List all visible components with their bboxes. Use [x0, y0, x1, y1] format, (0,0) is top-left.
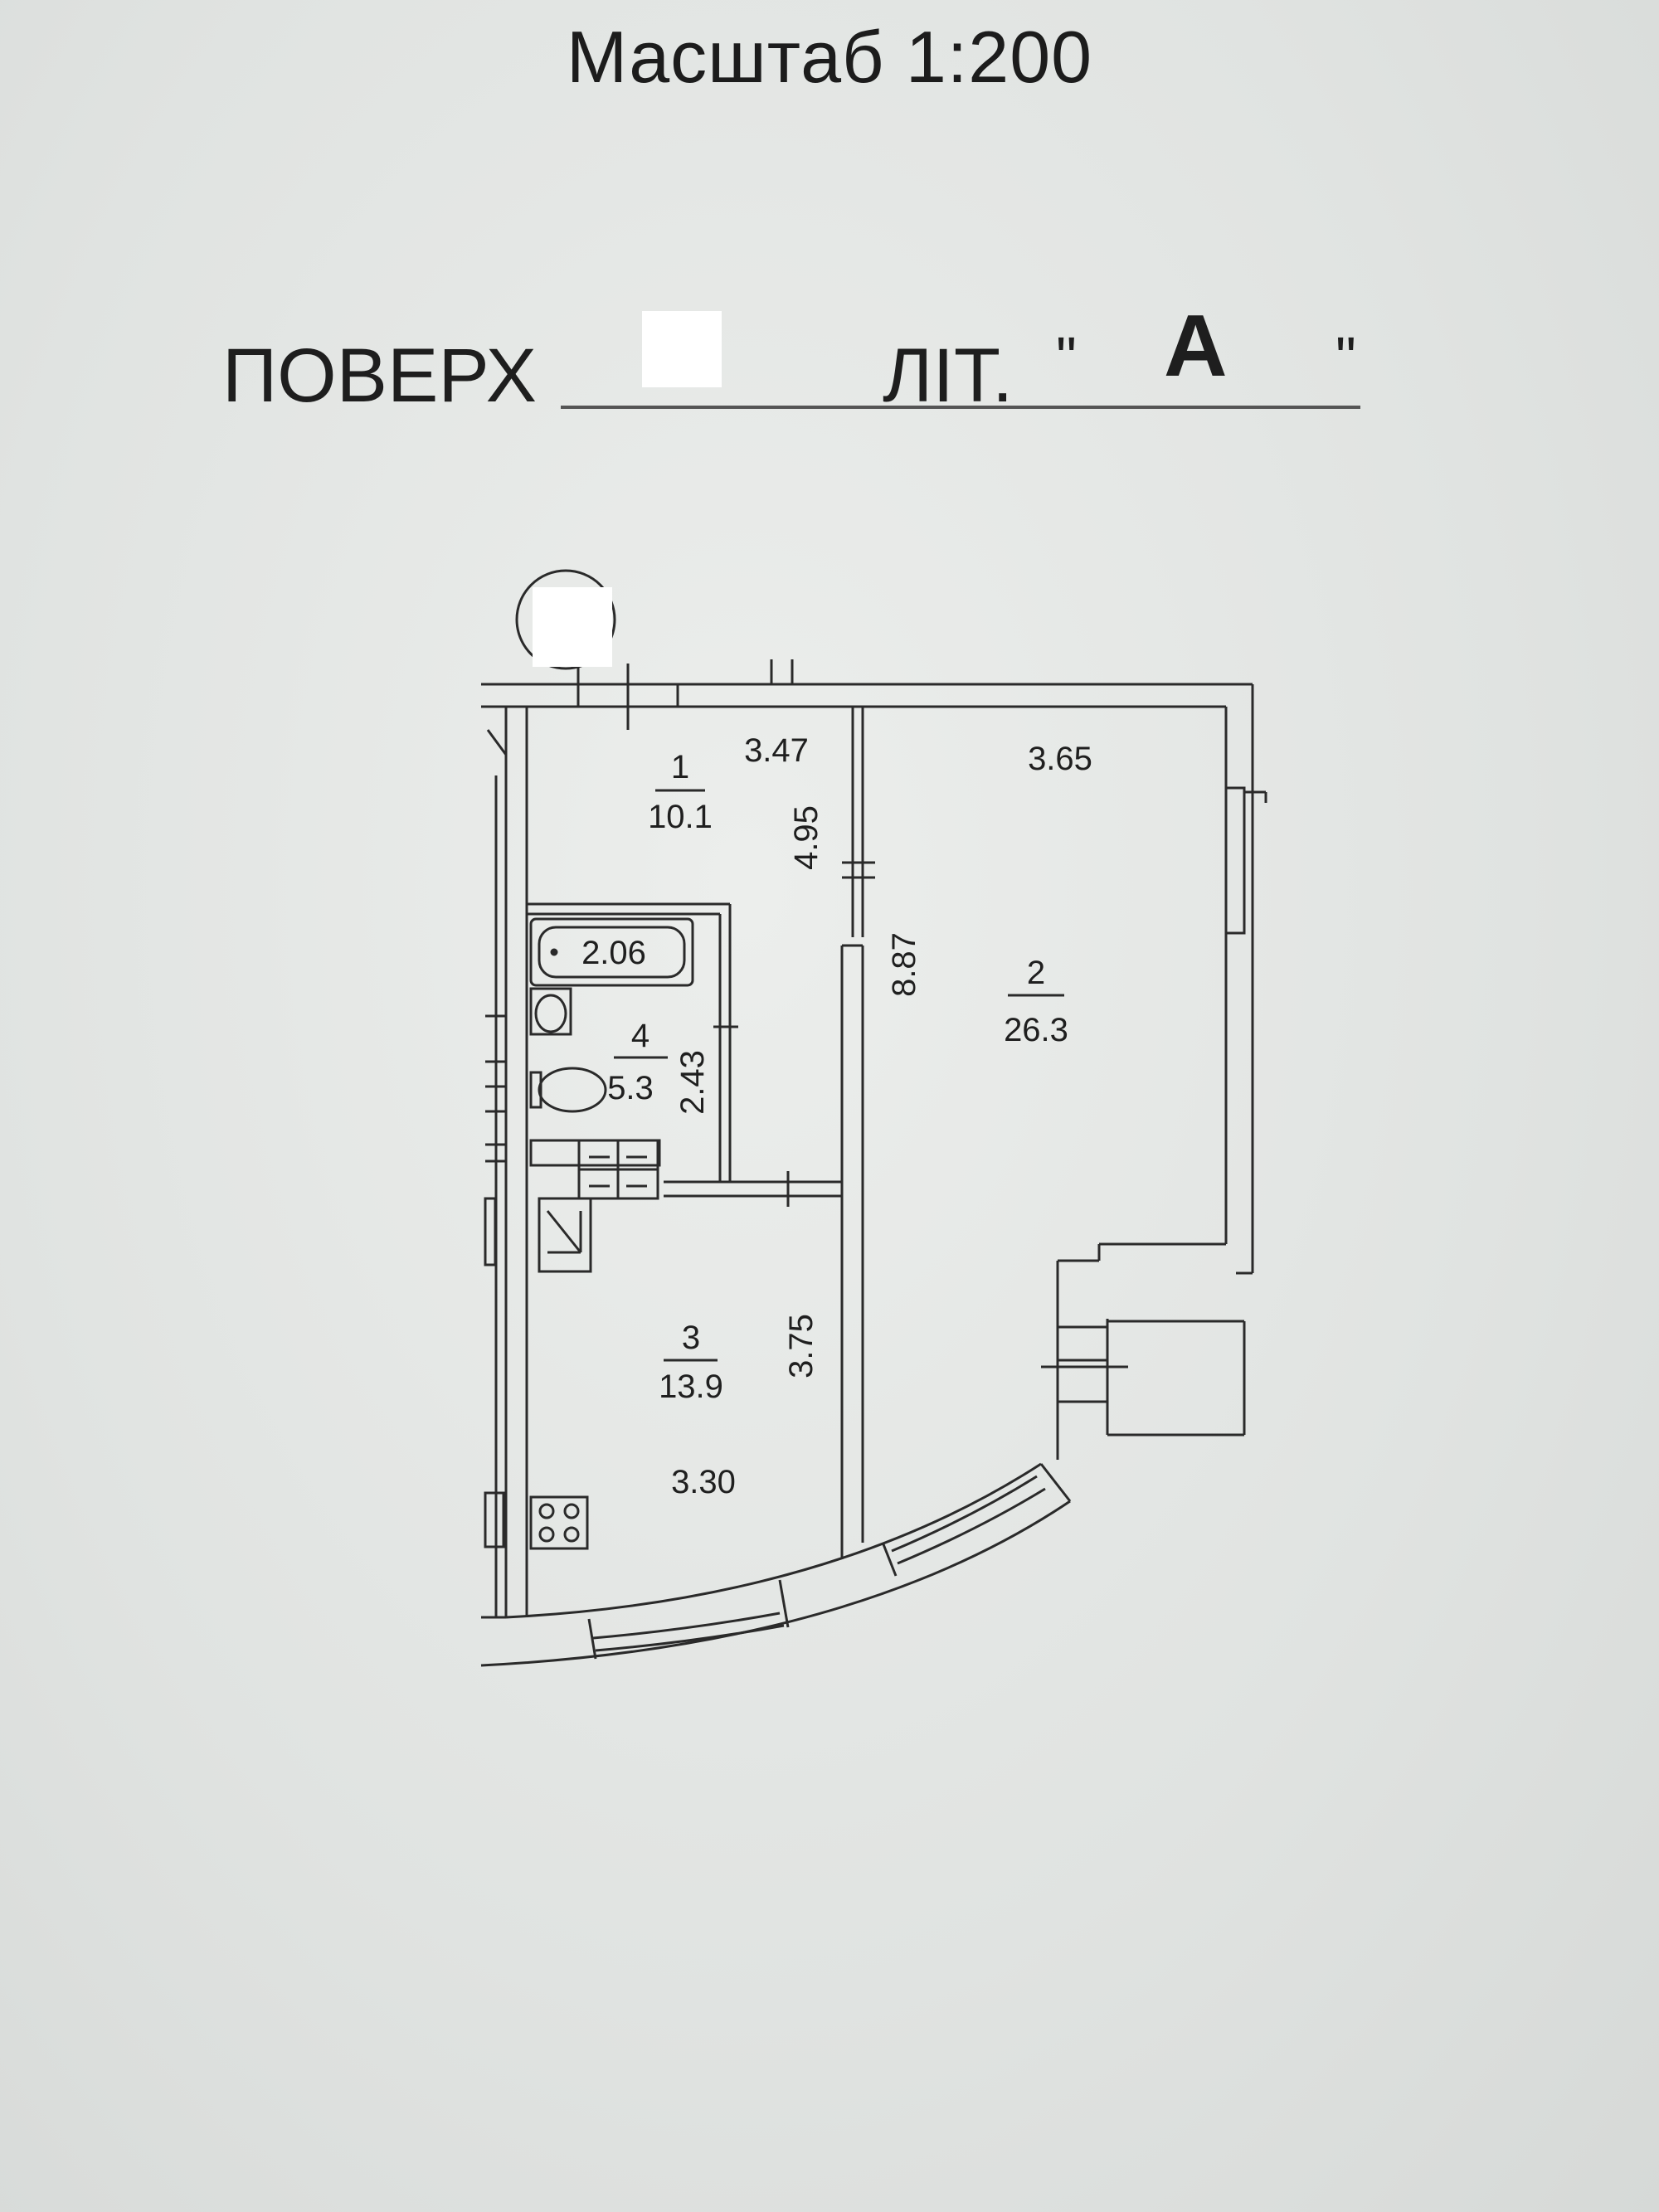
- room-4-length-dim: 2.43: [674, 1050, 711, 1115]
- balcony-outline: [1041, 1244, 1246, 1460]
- bathroom-walls: [527, 902, 842, 1207]
- fridge: [538, 1197, 592, 1273]
- room-4-area: 5.3: [607, 1070, 654, 1106]
- letter-open-quote: ": [1056, 325, 1077, 390]
- bathtub: [529, 917, 694, 987]
- left-wall-marks: [484, 1014, 506, 1548]
- curved-windows: [587, 1475, 1046, 1660]
- floor-number-blank: [561, 406, 1098, 409]
- room-3-width-dim: 3.30: [671, 1464, 736, 1500]
- room-1-width-dim: 3.47: [744, 732, 809, 769]
- room-2-width-dim: 3.65: [1028, 741, 1092, 777]
- curved-exterior-wall: [480, 1462, 1072, 1667]
- scale-label: Масштаб 1:200: [566, 16, 1093, 98]
- room-2-area: 26.3: [1004, 1012, 1068, 1048]
- toilet: [529, 1067, 607, 1113]
- bathtub-length-dim: 2.06: [581, 935, 646, 971]
- stove: [529, 1495, 589, 1550]
- room-3-length-dim: 3.75: [783, 1314, 820, 1378]
- partition-wall-1-2: [840, 707, 875, 1559]
- room-3-number: 3: [682, 1320, 700, 1356]
- room-1-number: 1: [671, 749, 689, 785]
- room-2-number: 2: [1027, 955, 1045, 991]
- compass-circle: [515, 569, 616, 670]
- sink: [529, 987, 572, 1036]
- room-1-area: 10.1: [648, 799, 713, 835]
- floor-number-redaction: [642, 311, 722, 387]
- compass-redaction: [533, 587, 612, 667]
- room-1-length-dim: 4.95: [788, 805, 825, 870]
- room-3-area: 13.9: [659, 1369, 723, 1405]
- room-4-number: 4: [631, 1018, 649, 1054]
- letter-blank: [1078, 406, 1360, 409]
- letter-label: ЛІТ.: [883, 333, 1014, 418]
- room-2-length-dim: 8.87: [886, 932, 922, 997]
- floor-label: ПОВЕРХ: [222, 333, 538, 418]
- letter-value: А: [1164, 297, 1228, 395]
- letter-close-quote: ": [1335, 325, 1356, 390]
- laundry-cabinets: [529, 1139, 661, 1200]
- floor-line: ПОВЕРХ ЛІТ. " А ": [222, 297, 1467, 427]
- right-window: [1224, 786, 1267, 935]
- top-wall-ticks: [577, 659, 794, 730]
